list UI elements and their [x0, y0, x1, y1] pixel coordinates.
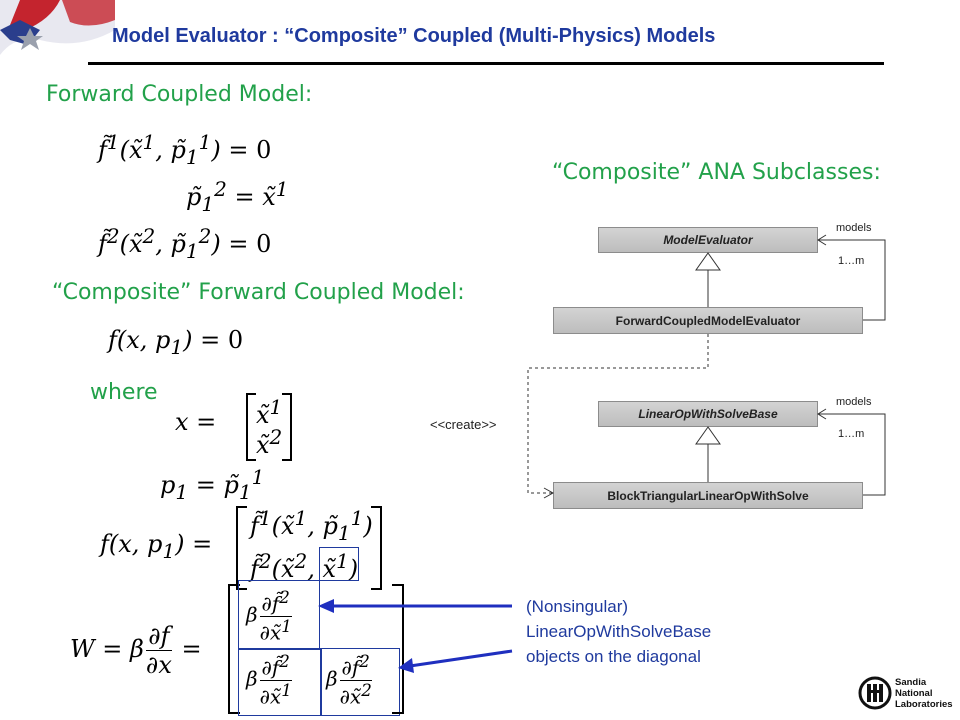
x-vector-entry-1: x̃1 — [256, 395, 283, 429]
diag-block-2-highlight — [320, 648, 400, 716]
where-label: where — [90, 380, 158, 405]
uml-box-linear-op-base: LinearOpWithSolveBase — [598, 401, 818, 427]
create-label: <<create>> — [430, 417, 497, 432]
equation-p-coupling: p̃12 = x̃1 — [186, 177, 289, 216]
subclasses-heading: “Composite” ANA Subclasses: — [552, 160, 881, 185]
x-vector-entry-2: x̃2 — [256, 425, 283, 459]
logo-line-2: National — [895, 688, 933, 699]
diagonal-note-line-1: (Nonsingular) — [526, 597, 629, 616]
offdiag-block-highlight — [238, 648, 322, 716]
sandia-logo-icon — [858, 676, 892, 710]
w-matrix-entry-22: β∂f̃2∂x̃2 — [326, 652, 372, 709]
equation-f-vector-lhs: f(x, p1) = — [100, 530, 213, 563]
composite-forward-heading: “Composite” Forward Coupled Model: — [52, 280, 465, 305]
uml-box-block-triangular: BlockTriangularLinearOpWithSolve — [553, 482, 863, 509]
diagonal-note: (Nonsingular) LinearOpWithSolveBase obje… — [526, 594, 711, 669]
w-matrix-entry-21: β∂f̃2∂x̃1 — [246, 652, 292, 709]
assoc-top-role: models — [836, 222, 872, 234]
diag-block-1-highlight — [238, 580, 320, 650]
x-vector-right-bracket — [282, 393, 292, 461]
f-vector-entry-1: f̃1(x̃1, p̃11) — [250, 506, 373, 545]
flag-decoration — [0, 0, 115, 55]
diagonal-note-line-2: LinearOpWithSolveBase — [526, 622, 712, 641]
equation-f-composite: f(x, p1) = 0 — [108, 326, 244, 359]
uml-box-forward-coupled: ForwardCoupledModelEvaluator — [553, 307, 863, 334]
assoc-bottom-role: models — [836, 396, 872, 408]
forward-coupled-heading: Forward Coupled Model: — [46, 82, 313, 107]
equation-x-vector-lhs: x = — [175, 408, 217, 436]
w-matrix-right-bracket — [392, 584, 404, 714]
x-vector-left-bracket — [246, 393, 256, 461]
sandia-logo-text: Sandia National Laboratories — [895, 677, 953, 710]
equation-p1: p1 = p̃11 — [160, 465, 265, 504]
logo-line-3: Laboratories — [895, 699, 953, 710]
coupling-highlight-box — [319, 547, 359, 581]
assoc-bottom-multiplicity: 1…m — [838, 428, 865, 440]
assoc-top-multiplicity: 1…m — [838, 255, 865, 267]
page-title: Model Evaluator : “Composite” Coupled (M… — [112, 25, 716, 47]
equation-f2: f̃2(x̃2, p̃12) = 0 — [98, 224, 272, 263]
equation-f1: f̃1(x̃1, p̃11) = 0 — [98, 130, 272, 169]
equation-w-lhs: W = β∂f∂x = — [70, 622, 202, 679]
f-vector-left-bracket — [236, 506, 247, 590]
f-vector-right-bracket — [371, 506, 382, 590]
diagonal-note-line-3: objects on the diagonal — [526, 647, 701, 666]
logo-line-1: Sandia — [895, 677, 927, 688]
title-underline — [88, 62, 884, 65]
f-vector-entry-2: f̃2(x̃2, x̃1) — [250, 549, 359, 583]
w-matrix-entry-11: β∂f̃2∂x̃1 — [246, 588, 292, 645]
w-matrix-left-bracket — [228, 584, 240, 714]
